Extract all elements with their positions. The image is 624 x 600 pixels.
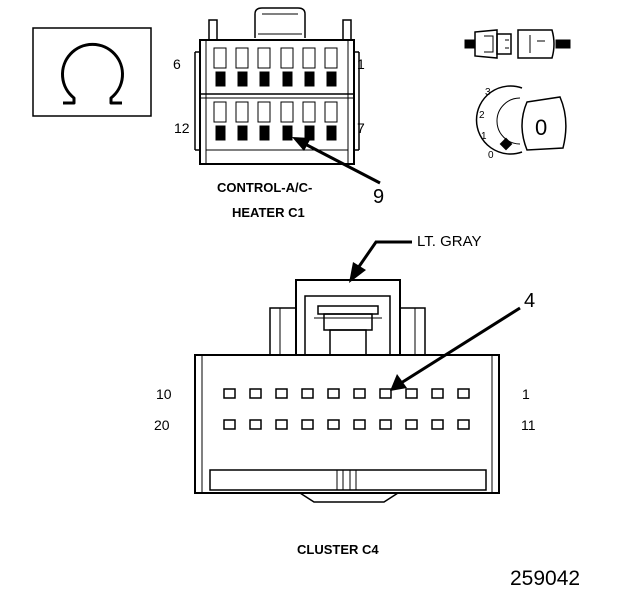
c1-caption-line2: HEATER C1 bbox=[232, 205, 305, 220]
c4-caption: CLUSTER C4 bbox=[297, 542, 379, 557]
c4-callout-arrow bbox=[390, 306, 521, 391]
c1-callout-arrow bbox=[292, 137, 381, 185]
c4-bottom-row-cavities bbox=[223, 419, 470, 430]
wire-color-label: LT. GRAY bbox=[417, 233, 482, 250]
connector-c1 bbox=[194, 7, 360, 165]
c1-callout-number: 9 bbox=[373, 186, 385, 208]
c4-pin-label-10: 10 bbox=[156, 386, 172, 402]
c4-top-row-cavities bbox=[223, 388, 470, 399]
wire-color-leader bbox=[349, 240, 412, 283]
dial-mark-2: 2 bbox=[479, 110, 485, 121]
ohmmeter-symbol bbox=[32, 27, 152, 117]
c4-pin-label-20: 20 bbox=[154, 417, 170, 433]
c4-pin-label-11: 11 bbox=[521, 417, 536, 433]
c4-callout-number: 4 bbox=[524, 290, 536, 312]
dial-mark-3: 3 bbox=[485, 87, 491, 98]
c1-pin-label-12: 12 bbox=[174, 120, 190, 136]
c1-pin-label-1: 1 bbox=[357, 56, 365, 72]
rotary-selector bbox=[475, 85, 567, 155]
c1-pin-label-6: 6 bbox=[173, 56, 181, 72]
c1-pin-label-7: 7 bbox=[357, 120, 365, 136]
key-label: 0 bbox=[535, 115, 548, 140]
c1-top-row-terminals bbox=[213, 47, 338, 87]
dial-mark-0: 0 bbox=[488, 150, 494, 161]
c1-caption-line1: CONTROL-A/C- bbox=[217, 180, 313, 195]
figure-number: 259042 bbox=[510, 567, 581, 590]
dial-mark-1: 1 bbox=[481, 131, 487, 142]
c1-bottom-row-terminals bbox=[213, 101, 338, 141]
connector-c4 bbox=[194, 279, 500, 503]
c4-pin-label-1: 1 bbox=[522, 386, 530, 402]
probe-terminal-illustration bbox=[464, 29, 571, 59]
